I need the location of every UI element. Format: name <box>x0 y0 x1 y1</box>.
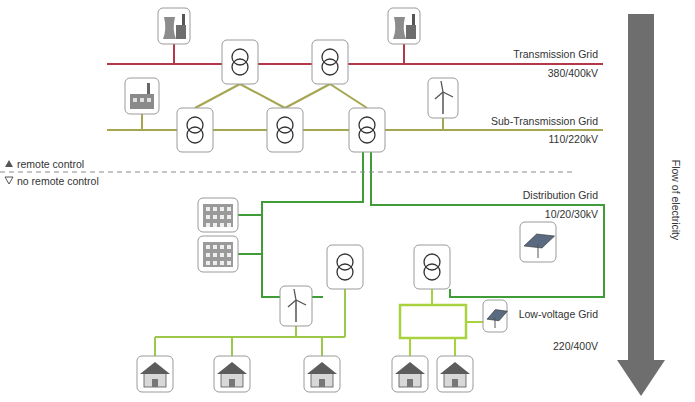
grid-wire <box>454 338 456 356</box>
grid-wire <box>0 172 575 173</box>
low-voltage-bus <box>400 305 466 338</box>
grid-label: no remote control <box>17 175 99 187</box>
no-remote-marker <box>5 177 13 184</box>
grid-label: Sub-Transmission Grid <box>491 115 598 127</box>
house-icon <box>304 356 340 392</box>
office-building-icon <box>198 198 238 232</box>
grid-wire <box>262 152 363 297</box>
transformer-symbol <box>327 245 363 289</box>
grid-label: Low-voltage Grid <box>519 308 598 320</box>
grid-label: 10/20/30kV <box>545 208 598 220</box>
grid-wire <box>173 44 175 64</box>
grid-wire <box>431 289 433 305</box>
wind-turbine-icon <box>428 78 458 118</box>
grid-wire <box>330 84 367 108</box>
power-plant-icon <box>158 8 190 44</box>
flow-arrow <box>617 14 665 396</box>
grid-label: 220/400V <box>553 340 598 352</box>
grid-wire <box>344 289 346 337</box>
grid-wire <box>295 326 297 337</box>
transformer-symbol <box>177 108 213 152</box>
remote-marker <box>5 160 13 167</box>
solar-panel-icon <box>483 300 507 332</box>
solar-panel-icon <box>520 222 556 262</box>
house-icon <box>214 356 250 392</box>
power-plant-icon <box>388 8 420 44</box>
house-icon <box>437 356 473 392</box>
grid-wire <box>238 214 262 216</box>
flow-label: Flow of electricity <box>670 160 682 241</box>
grid-label: 380/400kV <box>548 67 598 79</box>
grid-wire <box>371 152 604 297</box>
grid-wire <box>409 338 411 356</box>
grid-wire <box>238 253 262 255</box>
transformer-symbol <box>349 108 385 152</box>
transformer-symbol <box>267 108 303 152</box>
office-building-icon <box>198 236 238 272</box>
grid-label: Distribution Grid <box>523 189 598 201</box>
grid-wire <box>285 84 330 108</box>
grid-label: 110/220kV <box>549 133 598 145</box>
grid-wire <box>154 337 156 356</box>
transformer-symbol <box>222 40 258 84</box>
grid-wire <box>141 114 143 130</box>
house-icon <box>137 356 173 392</box>
transformer-symbol <box>414 245 450 289</box>
grid-wire <box>403 44 405 64</box>
grid-wire <box>240 84 285 108</box>
grid-wire <box>107 63 603 65</box>
factory-icon <box>125 78 159 114</box>
wind-turbine-icon <box>280 286 312 326</box>
grid-wire <box>321 337 323 356</box>
grid-label: Transmission Grid <box>513 48 598 60</box>
house-icon <box>392 356 428 392</box>
grid-label: remote control <box>17 158 84 170</box>
grid-wire <box>155 336 345 338</box>
grid-wire <box>442 118 444 130</box>
transformer-symbol <box>312 40 348 84</box>
grid-wire <box>231 337 233 356</box>
grid-wire <box>195 84 240 108</box>
